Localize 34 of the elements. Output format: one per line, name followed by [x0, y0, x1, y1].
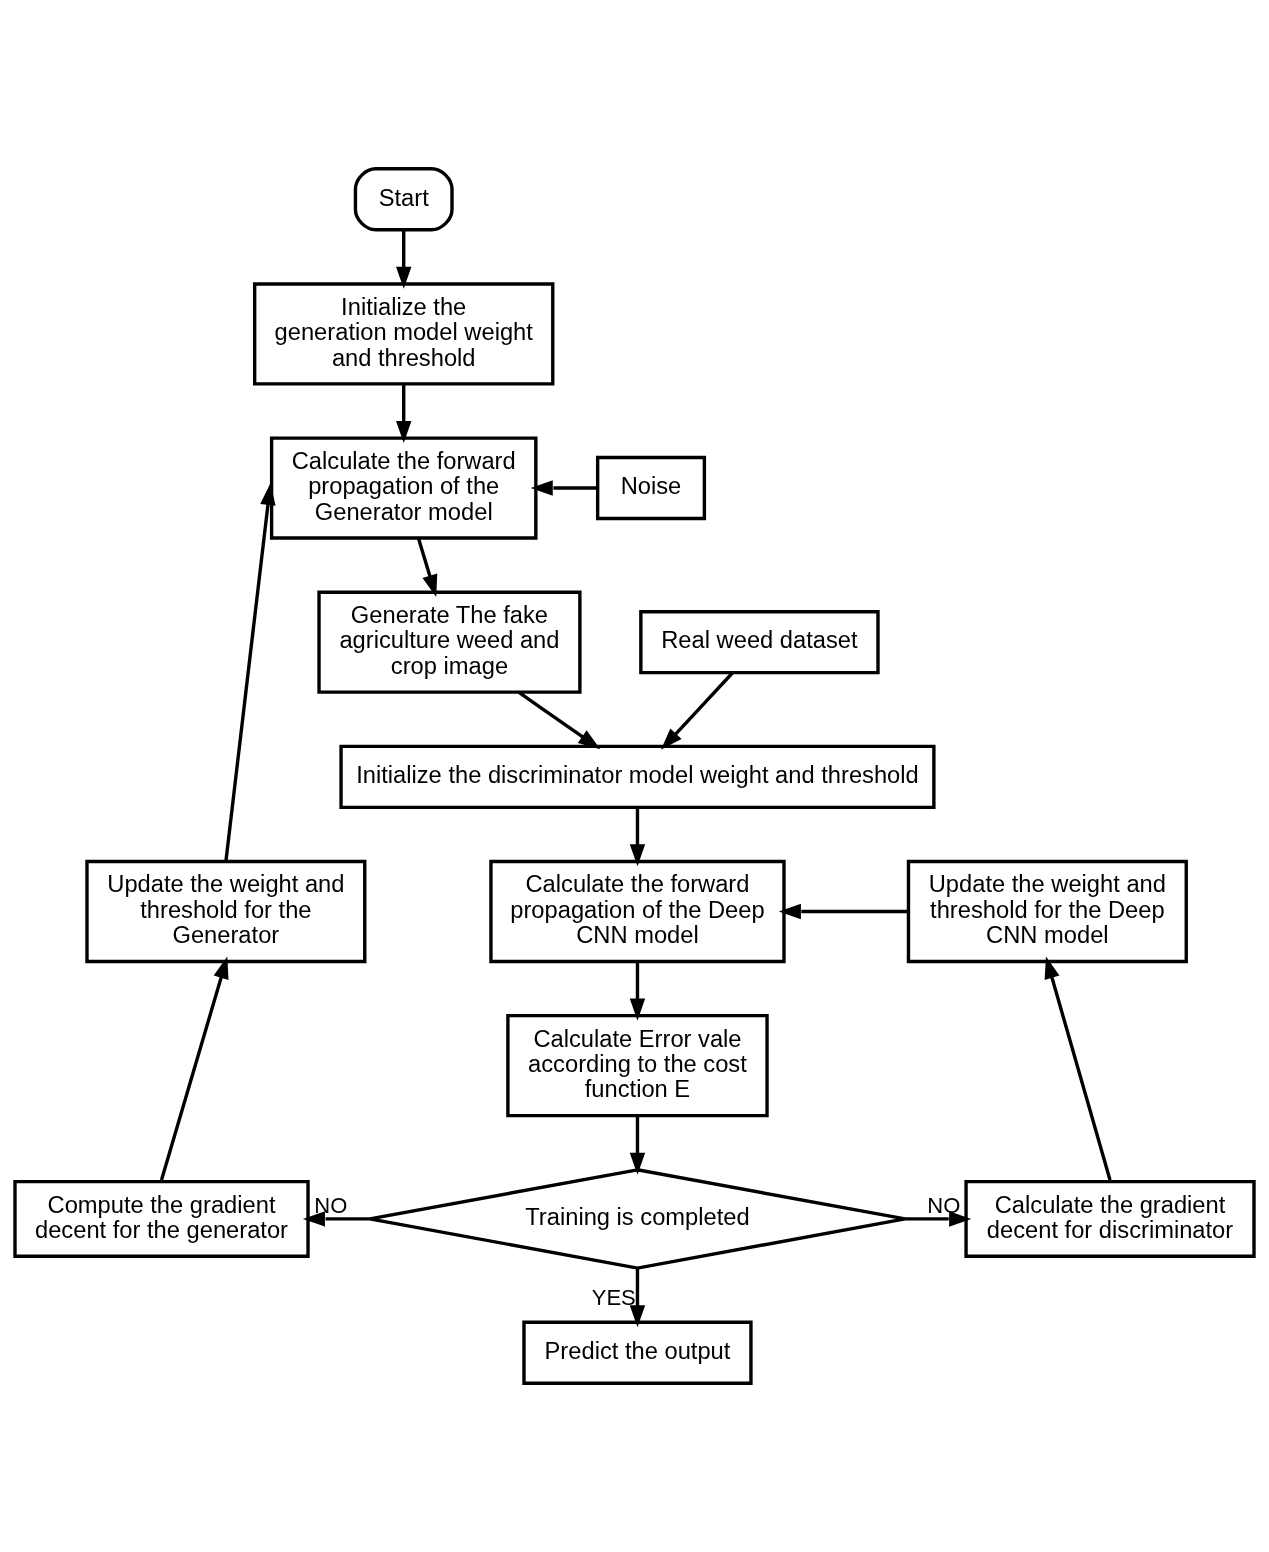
arrow — [1044, 956, 1112, 1181]
node-box: Update the weight and threshold for the Generator — [85, 859, 367, 964]
node-box: Predict the output — [522, 1320, 753, 1385]
arrow — [224, 482, 276, 862]
arrow — [396, 230, 412, 289]
arrow — [530, 480, 598, 496]
arrow — [517, 691, 601, 750]
node-box: Generate The fake agriculture weed and crop image — [317, 590, 582, 694]
node-box: Initialize the generation model weight and threshold — [252, 282, 555, 386]
node-box: Calculate the gradient decent for discriminator — [964, 1179, 1256, 1258]
arrow — [778, 903, 909, 920]
arrow — [905, 1211, 972, 1227]
arrow — [660, 671, 734, 750]
arrow — [629, 1116, 646, 1175]
node-box: Initialize the discriminator model weight and threshold — [339, 744, 936, 810]
arrow — [302, 1211, 370, 1227]
arrow — [629, 807, 646, 867]
node-box: Compute the gradient decent for the generator — [13, 1179, 310, 1258]
edge-label: NO — [314, 1192, 348, 1218]
node-diamond: Training is completed — [368, 1168, 907, 1270]
edge-label: NO — [927, 1192, 961, 1218]
node-box: Calculate the forward propagation of the Generator model — [269, 436, 538, 540]
arrow — [396, 384, 412, 444]
arrow — [416, 537, 438, 597]
arrow — [629, 1268, 646, 1328]
node-box: Calculate the forward propagation of the Deep CNN model — [489, 859, 786, 964]
arrow — [159, 956, 229, 1181]
node-box: Start — [353, 167, 454, 232]
node-box: Calculate Error vale according to the cost function E — [506, 1013, 769, 1118]
node-box: Real weed dataset — [639, 610, 880, 675]
arrow — [629, 961, 646, 1021]
edge-label: YES — [591, 1285, 636, 1311]
node-box: Noise — [595, 455, 707, 521]
node-box: Update the weight and threshold for the Deep CNN model — [906, 859, 1188, 964]
